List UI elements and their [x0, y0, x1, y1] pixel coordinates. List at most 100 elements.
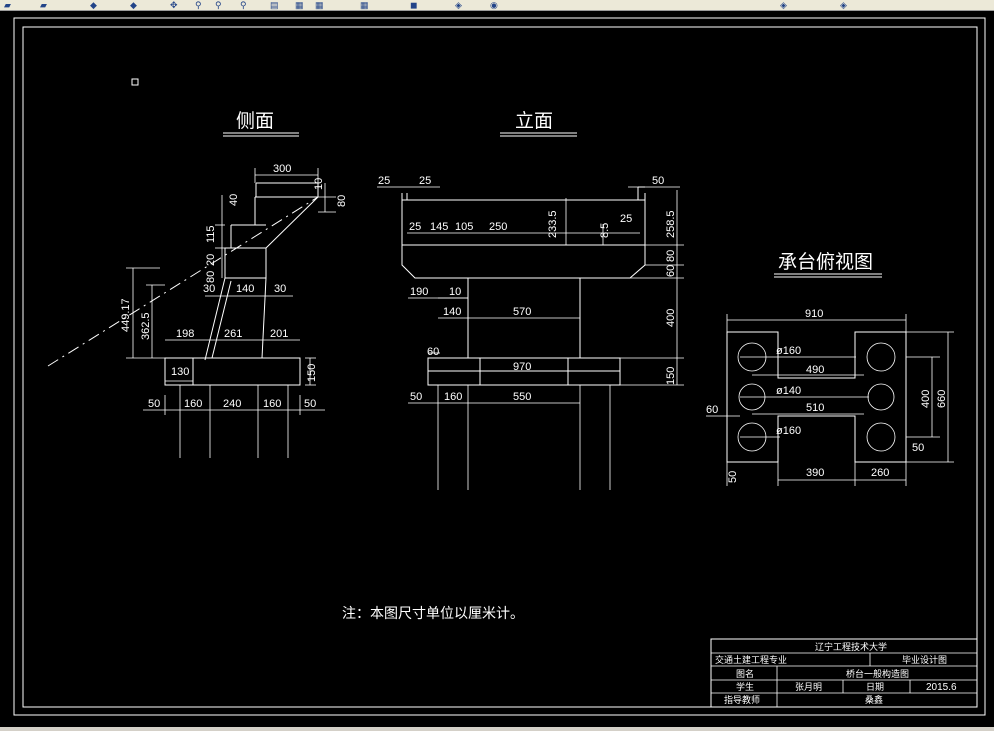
side-view-title: 侧面	[236, 110, 274, 132]
elev-dim-570: 570	[513, 306, 531, 318]
title-date: 2015.6	[926, 682, 957, 693]
zoom-previous-icon[interactable]: ⚲	[240, 0, 247, 10]
side-dim-449: 449.17	[120, 298, 132, 332]
drawing-svg: 侧面	[13, 17, 986, 716]
side-dim-30a: 30	[203, 283, 215, 295]
side-dim-50a: 50	[148, 398, 160, 410]
drawing-canvas[interactable]: 侧面	[0, 11, 994, 727]
elevation-view-title: 立面	[515, 110, 553, 132]
plan-view: 承台俯视图 910 ø160 490 ø140 510 ø	[706, 251, 954, 486]
side-dim-115: 115	[205, 225, 217, 243]
side-dim-261: 261	[224, 328, 242, 340]
undo-icon[interactable]: ◆	[90, 0, 97, 10]
elev-dim-25d: 25	[620, 213, 632, 225]
plan-view-title: 承台俯视图	[778, 251, 873, 273]
title-advisor-label: 指导教师	[724, 694, 760, 705]
side-dim-198: 198	[176, 328, 194, 340]
linetype-icon[interactable]: ◈	[840, 0, 847, 10]
plan-dim-phi160a: ø160	[776, 345, 801, 357]
side-dim-201: 201	[270, 328, 288, 340]
plan-dim-50a: 50	[912, 442, 924, 454]
plan-dim-50b: 50	[727, 471, 739, 483]
side-dim-362: 362.5	[140, 312, 152, 340]
calculator-icon[interactable]: ▦	[360, 0, 369, 10]
side-dim-140: 140	[236, 283, 254, 295]
title-drawing-name: 桥台一般构造图	[846, 668, 909, 679]
plan-dim-phi140: ø140	[776, 385, 801, 397]
zoom-realtime-icon[interactable]: ⚲	[195, 0, 202, 10]
elev-dim-250: 250	[489, 221, 507, 233]
elev-dim-150: 150	[665, 367, 677, 385]
side-dim-50b: 50	[304, 398, 316, 410]
plan-dim-400: 400	[920, 390, 932, 408]
zoom-window-icon[interactable]: ⚲	[215, 0, 222, 10]
elev-dim-140: 140	[443, 306, 461, 318]
color-icon[interactable]: ◈	[780, 0, 787, 10]
elev-dim-105: 105	[455, 221, 473, 233]
side-dim-40: 40	[228, 194, 240, 206]
side-dim-150: 150	[306, 364, 318, 382]
plan-dim-660: 660	[936, 390, 948, 408]
plan-dim-60: 60	[706, 404, 718, 416]
side-dim-130: 130	[171, 366, 189, 378]
elev-dim-190: 190	[410, 286, 428, 298]
elev-dim-60b: 60	[427, 346, 439, 358]
plan-dim-260: 260	[871, 467, 889, 479]
open-icon[interactable]: ▰	[4, 0, 11, 10]
elev-dim-60: 60	[665, 265, 677, 277]
title-name-label: 图名	[736, 668, 754, 679]
title-advisor-name: 桑鑫	[865, 694, 883, 705]
side-dim-240: 240	[223, 398, 241, 410]
elev-dim-80: 80	[665, 250, 677, 262]
side-dim-30b: 30	[274, 283, 286, 295]
tool-palette-icon[interactable]: ▦	[315, 0, 324, 10]
redo-icon[interactable]: ◆	[130, 0, 137, 10]
units-note: 注：本图尺寸单位以厘米计。	[342, 605, 524, 621]
side-dim-160b: 160	[263, 398, 281, 410]
side-view: 侧面	[47, 110, 348, 458]
side-dim-300: 300	[273, 163, 291, 175]
title-block: 辽宁工程技术大学 交通土建工程专业 毕业设计图 图名 桥台一般构造图 学生 张月…	[710, 638, 978, 708]
outer-frame	[13, 17, 986, 716]
plan-dim-phi160b: ø160	[776, 425, 801, 437]
help-icon[interactable]: ◼	[410, 0, 418, 10]
pick-box	[131, 78, 139, 86]
plan-dim-490: 490	[806, 364, 824, 376]
title-major: 交通土建工程专业	[715, 654, 787, 665]
plan-dim-510: 510	[806, 402, 824, 414]
elev-dim-25c: 25	[409, 221, 421, 233]
plan-dim-910: 910	[805, 308, 823, 320]
side-dim-80b: 80	[205, 271, 217, 283]
title-drawing-type: 毕业设计图	[902, 654, 947, 665]
side-dim-10: 10	[313, 178, 325, 190]
title-student-label: 学生	[736, 681, 754, 692]
layer-icon[interactable]: ◈	[455, 0, 462, 10]
status-bar	[0, 727, 994, 731]
elev-dim-258: 258.5	[665, 210, 677, 238]
title-date-label: 日期	[866, 682, 884, 692]
design-center-icon[interactable]: ▦	[295, 0, 304, 10]
elev-dim-10: 10	[449, 286, 461, 298]
save-icon[interactable]: ▰	[40, 0, 47, 10]
properties-icon[interactable]: ▤	[270, 0, 279, 10]
elev-dim-145: 145	[430, 221, 448, 233]
inner-frame	[22, 26, 978, 708]
pan-icon[interactable]: ✥	[170, 0, 178, 10]
elev-dim-50: 50	[652, 175, 664, 187]
plan-dim-390: 390	[806, 467, 824, 479]
elev-dim-160: 160	[444, 391, 462, 403]
elev-dim-400: 400	[665, 309, 677, 327]
layer-state-icon[interactable]: ◉	[490, 0, 498, 10]
elev-dim-970: 970	[513, 361, 531, 373]
side-dim-80: 80	[336, 195, 348, 207]
elev-dim-233: 233.5	[547, 210, 559, 238]
elev-dim-50b: 50	[410, 391, 422, 403]
elev-dim-25a: 25	[378, 175, 390, 187]
elev-dim-25b: 25	[419, 175, 431, 187]
elev-dim-85: 8.5	[599, 223, 611, 238]
title-student-name: 张月明	[795, 682, 822, 692]
title-university: 辽宁工程技术大学	[815, 641, 887, 652]
elevation-view: 立面	[377, 110, 684, 490]
side-dim-20: 20	[205, 254, 217, 266]
elev-dim-550: 550	[513, 391, 531, 403]
